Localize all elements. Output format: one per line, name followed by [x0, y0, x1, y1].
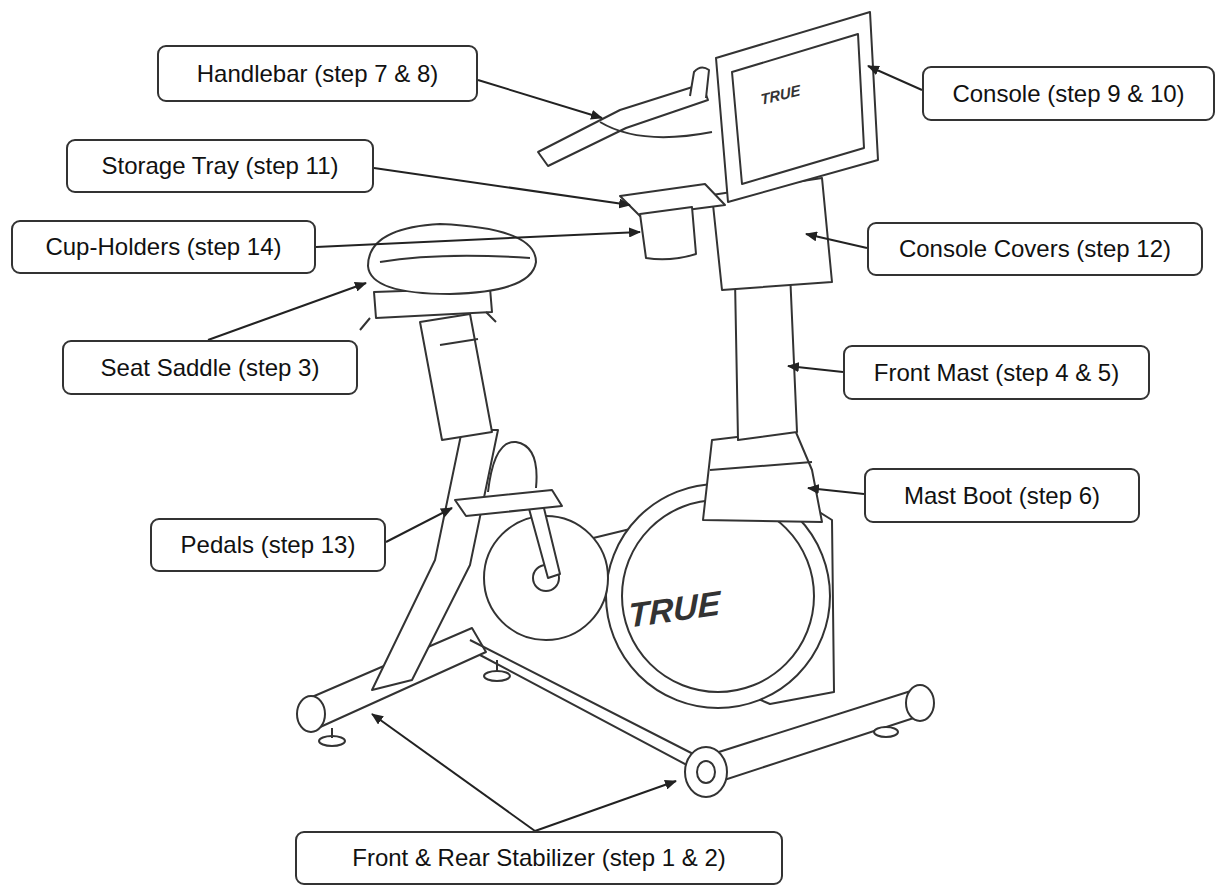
crank-arm	[528, 500, 560, 578]
mast-boot-seam	[710, 462, 812, 470]
leader-line	[208, 283, 366, 340]
rear-upright	[372, 430, 498, 690]
callout-text: Pedals (step 13)	[181, 531, 356, 559]
callout-box: Handlebar (step 7 & 8)	[157, 45, 478, 102]
callout-text: Console Covers (step 12)	[899, 235, 1171, 263]
leader-line	[868, 66, 922, 90]
flywheel-ring	[622, 500, 814, 692]
callout-box: Seat Saddle (step 3)	[62, 340, 358, 395]
handlebar-grip	[690, 67, 709, 98]
console-screen	[732, 34, 864, 184]
pedal	[455, 490, 562, 516]
callout-text: Front Mast (step 4 & 5)	[874, 359, 1119, 387]
leader-line	[535, 781, 676, 831]
seat-seam	[380, 256, 530, 262]
callout-text: Storage Tray (step 11)	[102, 152, 339, 180]
callout-text: Console (step 9 & 10)	[952, 80, 1184, 108]
seat	[368, 224, 536, 294]
callout-box: Console (step 9 & 10)	[922, 66, 1215, 121]
leader-line	[372, 714, 535, 831]
callout-box: Mast Boot (step 6)	[864, 468, 1140, 523]
leader-line	[808, 488, 864, 494]
pedal-strap	[488, 442, 537, 492]
leader-line	[316, 232, 640, 247]
seat-levers	[360, 312, 496, 330]
console-frame	[716, 12, 878, 202]
callout-box: Storage Tray (step 11)	[66, 139, 374, 193]
seat-post	[420, 314, 492, 440]
leader-line	[788, 366, 843, 372]
callout-box: Front Mast (step 4 & 5)	[843, 345, 1150, 400]
front-mast	[735, 272, 797, 440]
leader-line	[374, 168, 630, 205]
callout-box: Console Covers (step 12)	[867, 222, 1203, 276]
callout-text: Seat Saddle (step 3)	[101, 354, 320, 382]
callout-box: Front & Rear Stabilizer (step 1 & 2)	[295, 831, 783, 885]
leader-line	[478, 80, 602, 118]
handlebar-loop	[600, 122, 712, 137]
callout-box: Pedals (step 13)	[150, 518, 386, 572]
leader-line	[806, 234, 867, 248]
handlebar	[538, 84, 708, 166]
seat-post-detail	[440, 339, 478, 345]
callout-text: Mast Boot (step 6)	[904, 482, 1100, 510]
callout-text: Front & Rear Stabilizer (step 1 & 2)	[352, 844, 725, 872]
leader-line	[386, 508, 452, 542]
callout-text: Cup-Holders (step 14)	[45, 233, 281, 261]
callout-box: Cup-Holders (step 14)	[11, 220, 316, 274]
cup-holder	[640, 207, 696, 259]
callout-text: Handlebar (step 7 & 8)	[197, 60, 438, 88]
mast-boot	[703, 430, 822, 522]
